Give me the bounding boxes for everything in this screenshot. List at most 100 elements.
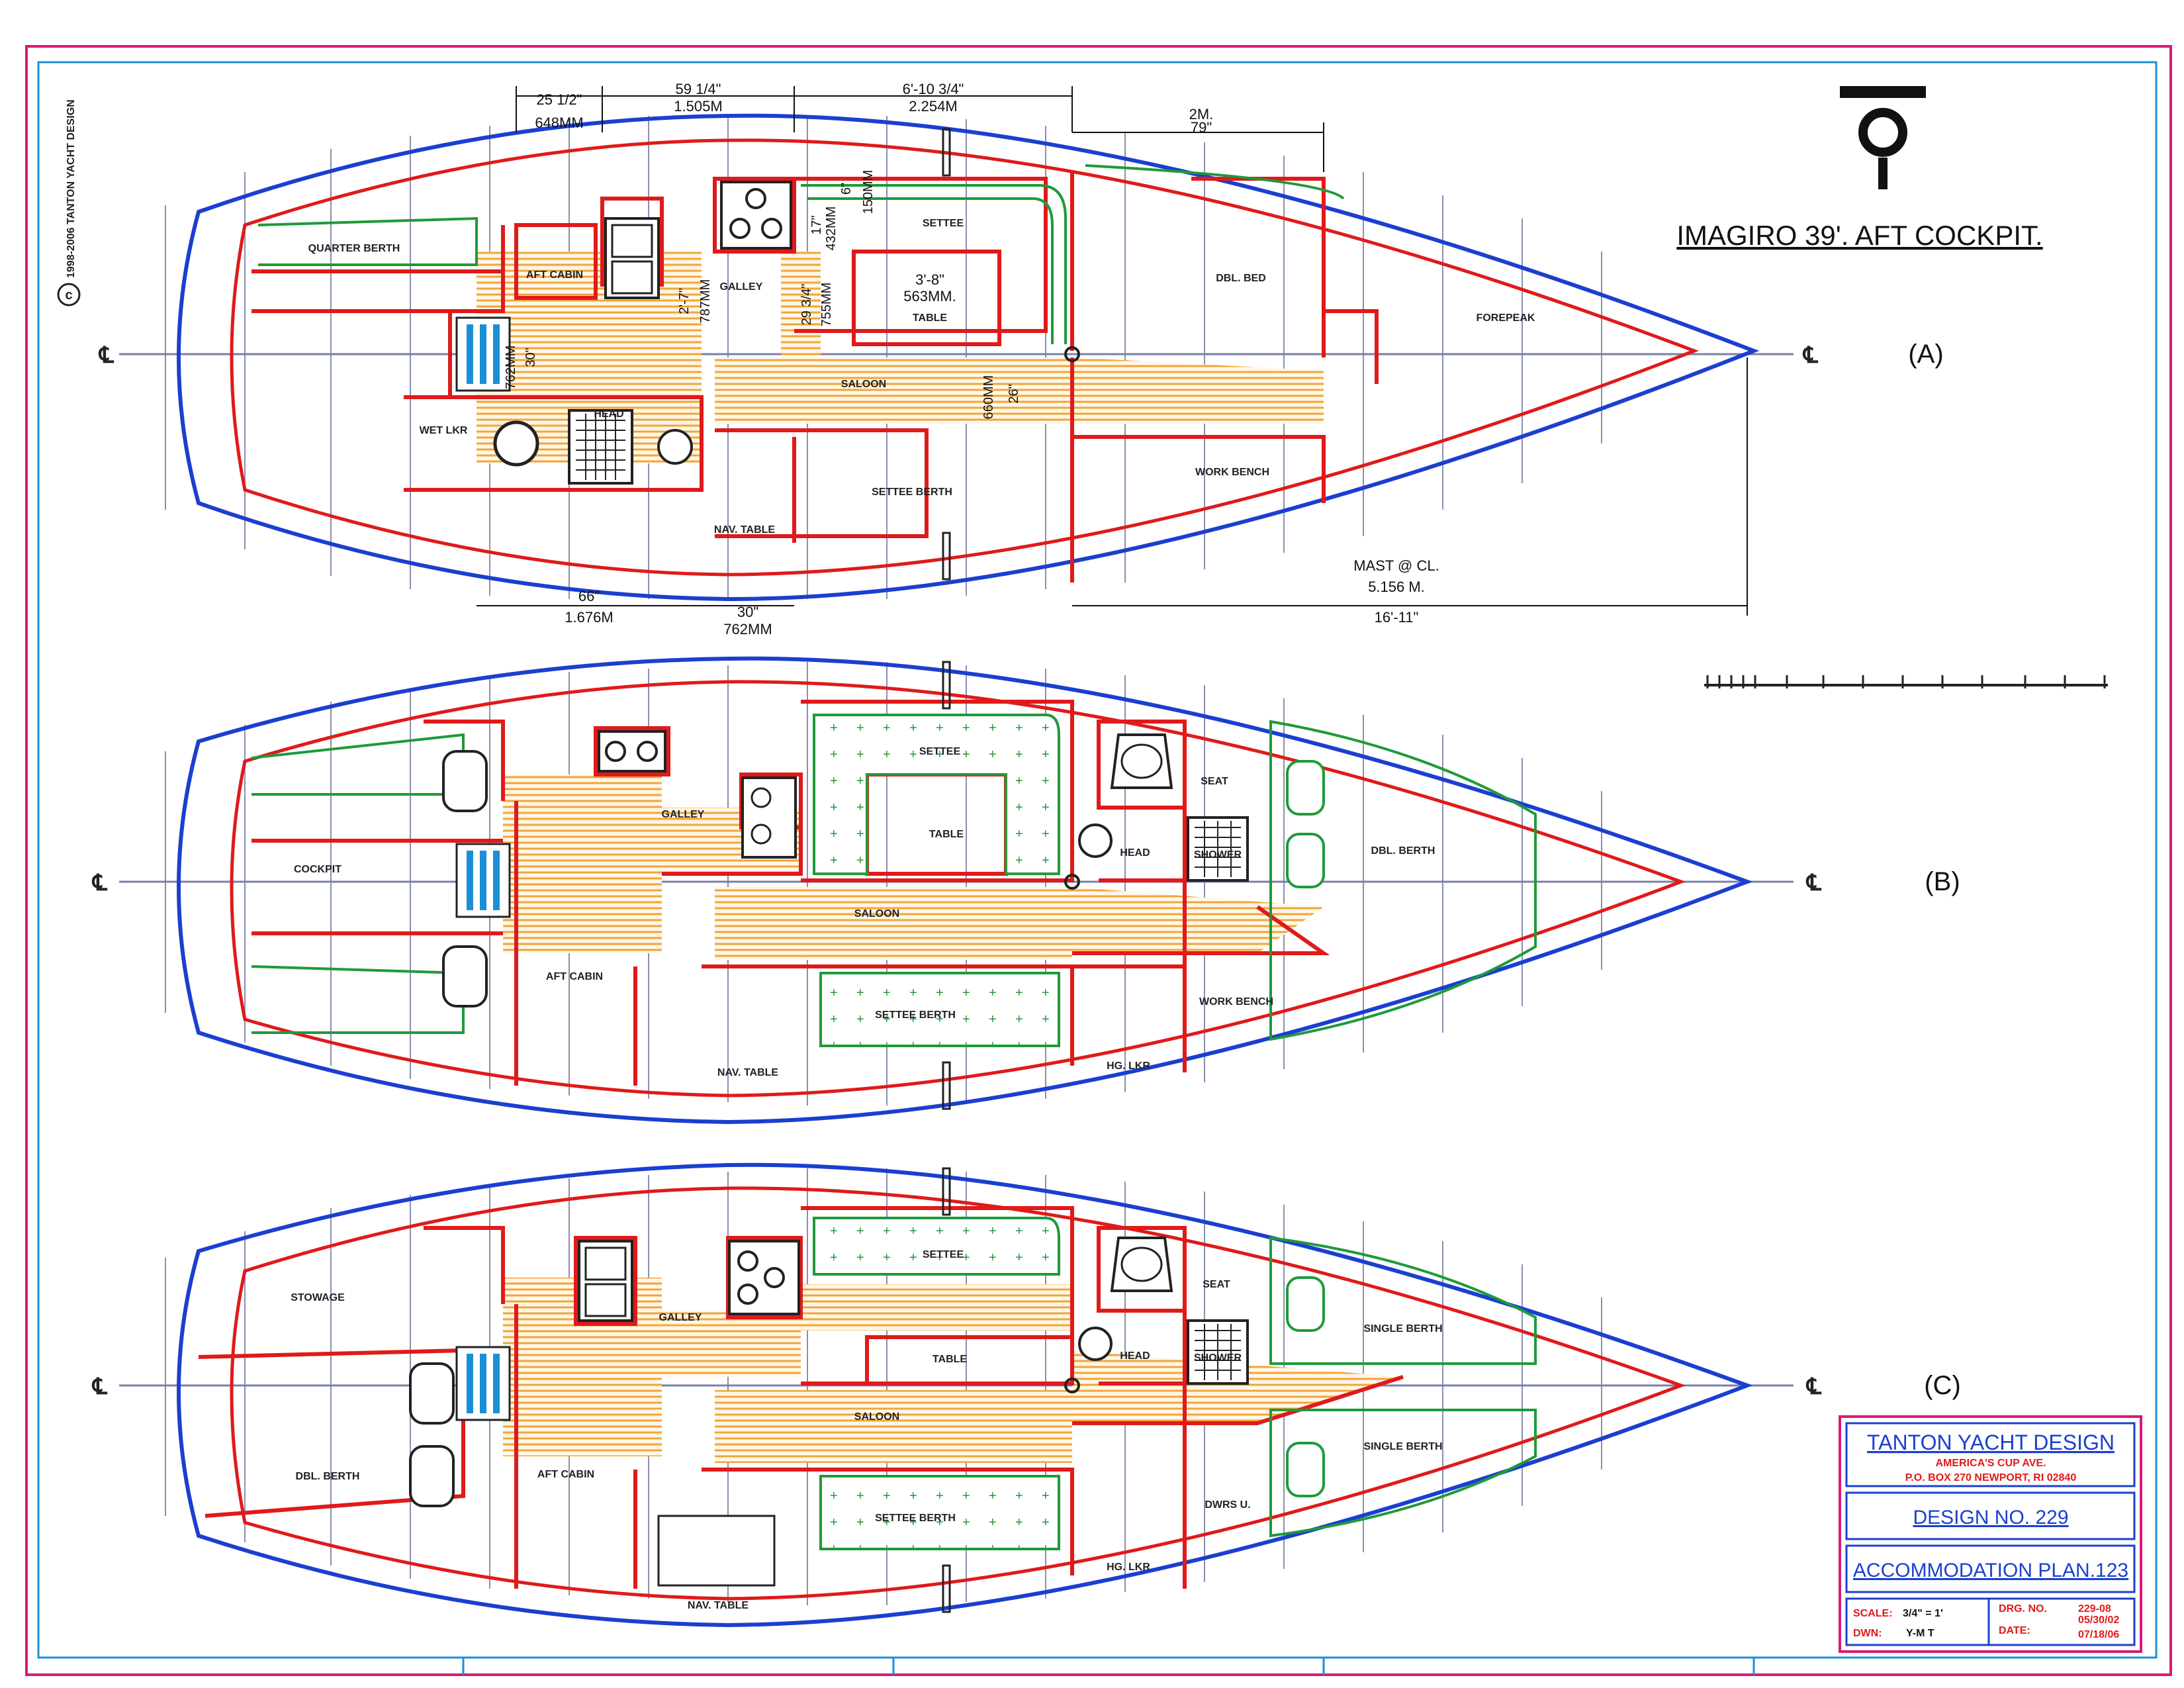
- plan-a-settee-cushion-inner: [807, 197, 1054, 344]
- plan-a-dim-4b: 79": [1191, 119, 1212, 136]
- plan-a-sole-saloon: [715, 357, 1072, 424]
- plan-a-dim-4a: 2M.: [1189, 106, 1214, 122]
- plan-a-sole-fwd: [1072, 357, 1324, 424]
- plan-b-room-cockpit: COCKPIT: [294, 864, 341, 875]
- plan-b-cockpit-seat-top: [251, 733, 465, 796]
- plan-c-toilet-icon: [1110, 1237, 1173, 1292]
- title-block-dwn-label: DWN:: [1853, 1628, 1882, 1639]
- plan-a-room-galley: GALLEY: [720, 281, 763, 293]
- plan-c-sole-settee: [801, 1284, 1072, 1331]
- copyright-text: 1998-2006 TANTON YACHT DESIGN: [66, 99, 77, 278]
- plan-c-cl-right: ℄: [1805, 1374, 1822, 1399]
- plan-a-dim-7b: 563MM.: [903, 288, 956, 305]
- plan-a-room-settee: SETTEE: [923, 218, 964, 229]
- copyright-icon: [57, 283, 81, 306]
- plan-a-dim-9a: 29 3/4": [799, 284, 814, 326]
- copyright-block: c 1998-2006 TANTON YACHT DESIGN: [57, 99, 81, 306]
- plan-a-dim-13b: 762MM: [723, 621, 772, 637]
- plan-a-room-settee-berth: SETTEE BERTH: [872, 487, 952, 498]
- plan-c-inner-hull: [230, 1186, 1686, 1601]
- plan-a-dim-9b: 755MM: [819, 283, 834, 327]
- plan-c-room-single-berth-port: SINGLE BERTH: [1363, 1441, 1442, 1452]
- plan-a-dim-8a: 2'-7": [677, 288, 692, 314]
- plan-a-mast-1: MAST @ CL.: [1353, 557, 1439, 574]
- plan-b-settee-berth-cushion: [819, 972, 1060, 1047]
- plan-a-dim-12a: 66": [578, 588, 600, 604]
- plan-c-single-berth-top: [1269, 1236, 1537, 1365]
- plan-a-dim-1b: 648MM: [535, 115, 583, 131]
- plan-a-dim-3a: 6'-10 3/4": [903, 81, 964, 97]
- plan-c-room-dwrs: DWRS U.: [1205, 1499, 1250, 1511]
- plan-a-stanchion-top: [942, 128, 951, 177]
- plan-a-settee-cushion: [801, 184, 1067, 344]
- title-block-scale-label: SCALE:: [1853, 1608, 1893, 1619]
- plan-a-dim-11a: 660MM: [981, 375, 996, 420]
- plan-b-room-saloon: SALOON: [854, 908, 899, 919]
- scale-bar: [1704, 675, 2108, 688]
- plan-c-room-stowage: STOWAGE: [291, 1292, 345, 1303]
- plan-a-qb-cushion: [257, 216, 478, 266]
- plan-c-label: (C): [1924, 1371, 1961, 1400]
- plan-a-dim-3b: 2.254M: [909, 98, 957, 115]
- plan-a-room-nav-table: NAV. TABLE: [714, 524, 775, 536]
- plan-a-hull: [177, 113, 1760, 602]
- plan-c-room-head: HEAD: [1120, 1350, 1150, 1362]
- drawing-title: IMAGIRO 39'. AFT COCKPIT.: [1676, 220, 2042, 251]
- outer-border: [25, 45, 2172, 1676]
- plan-c-chart-table-icon: [657, 1515, 776, 1587]
- plan-b-hull: [177, 656, 1753, 1125]
- plan-a-ladder-icon: [455, 316, 511, 392]
- plan-a-room-saloon: SALOON: [841, 379, 886, 390]
- plan-c-room-galley: GALLEY: [659, 1312, 702, 1323]
- plan-c-room-dbl-berth: DBL. BERTH: [296, 1471, 360, 1482]
- title-block-address-1: AMERICA'S CUP AVE.: [1935, 1458, 2046, 1469]
- plan-c-room-hg-lkr: HG. LKR: [1107, 1562, 1150, 1573]
- plan-b-stove-icon: [598, 730, 666, 773]
- plan-a-dim-6b: 432MM: [824, 207, 839, 251]
- plan-b-room-settee-berth: SETTEE BERTH: [875, 1009, 956, 1021]
- plan-a-room-dbl-bed: DBL. BED: [1216, 273, 1266, 284]
- plan-c-pillow-icon: [409, 1276, 1325, 1507]
- plan-c: ℄ ℄ (C): [91, 1162, 1961, 1628]
- plan-b-label: (B): [1925, 867, 1960, 896]
- plan-a-dim-11b: 26": [1007, 384, 1021, 403]
- plan-c-single-berth-bottom: [1269, 1409, 1537, 1538]
- plan-c-sole-galley: [662, 1311, 801, 1377]
- plan-c-room-nav-table: NAV. TABLE: [688, 1600, 749, 1611]
- plan-a-cl-right: ℄: [1802, 343, 1819, 368]
- plan-c-stanchion-bottom: [942, 1564, 951, 1613]
- plan-b-stanchion-bottom: [942, 1061, 951, 1110]
- title-block-top: IMAGIRO 39'. AFT COCKPIT.: [1676, 86, 2108, 688]
- plan-b-room-nav-table: NAV. TABLE: [717, 1067, 778, 1078]
- plan-a-dim-5b: 150MM: [861, 170, 876, 214]
- plan-a-shower-grate-icon: [568, 409, 633, 485]
- title-block-date-value-1: 05/30/02: [2078, 1615, 2119, 1626]
- plan-c-sole-saloon: [715, 1390, 1072, 1463]
- plan-c-shower-grate-icon: [1187, 1319, 1249, 1385]
- plan-b-cockpit-seat-bottom: [251, 965, 465, 1034]
- plan-a-walls: [251, 172, 1379, 583]
- title-block-drg-label: DRG. NO.: [1999, 1603, 2047, 1615]
- plan-b-room-work-bench: WORK BENCH: [1199, 996, 1273, 1008]
- plan-c-stanchion-top: [942, 1167, 951, 1216]
- plan-a-dim-1a: 25 1/2": [537, 91, 582, 108]
- plan-b-room-shower: SHOWER: [1194, 849, 1242, 861]
- plan-a-cl-left: ℄: [98, 343, 114, 368]
- plan-a-stove-icon: [720, 181, 792, 250]
- title-block-dwn-value: Y-M T: [1906, 1628, 1934, 1639]
- plan-a-room-forepeak: FOREPEAK: [1477, 312, 1535, 324]
- plan-b-sole-saloon: [715, 887, 1072, 960]
- plan-a-dim-13a: 30": [737, 604, 758, 620]
- plan-a-dimension-lines: [477, 86, 1748, 616]
- plan-a-room-wet-lkr: WET LKR: [420, 425, 468, 436]
- plan-b-settee-cushion: [813, 714, 1060, 875]
- plan-a-toilet-icon: [493, 420, 539, 467]
- plan-b-basin-icon: [1078, 823, 1113, 858]
- plan-a-sink-icon: [604, 217, 660, 299]
- plan-b-mast-icon: [1064, 874, 1080, 890]
- plan-c-mast-icon: [1064, 1378, 1080, 1393]
- plan-b-room-seat: SEAT: [1201, 776, 1228, 787]
- title-block-scale-value: 3/4" = 1': [1903, 1608, 1943, 1619]
- plan-b-inner-hull: [230, 680, 1686, 1098]
- plan-b-toilet-icon: [1110, 733, 1173, 789]
